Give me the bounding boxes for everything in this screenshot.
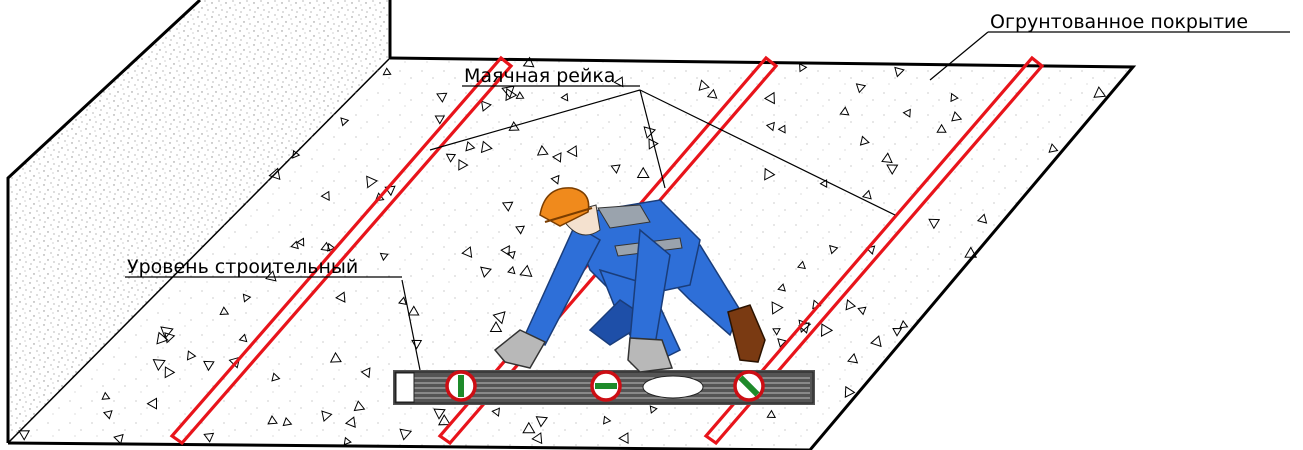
spirit-level-label: Уровень строительный <box>127 256 358 278</box>
guide-rail-label: Маячная рейка <box>464 65 615 87</box>
spirit-level-icon <box>393 370 815 405</box>
level-vial-middle <box>592 372 620 400</box>
primed-coating-label: Огрунтованное покрытие <box>990 11 1248 33</box>
level-vial-right <box>735 372 763 400</box>
level-vial-left <box>447 372 475 400</box>
